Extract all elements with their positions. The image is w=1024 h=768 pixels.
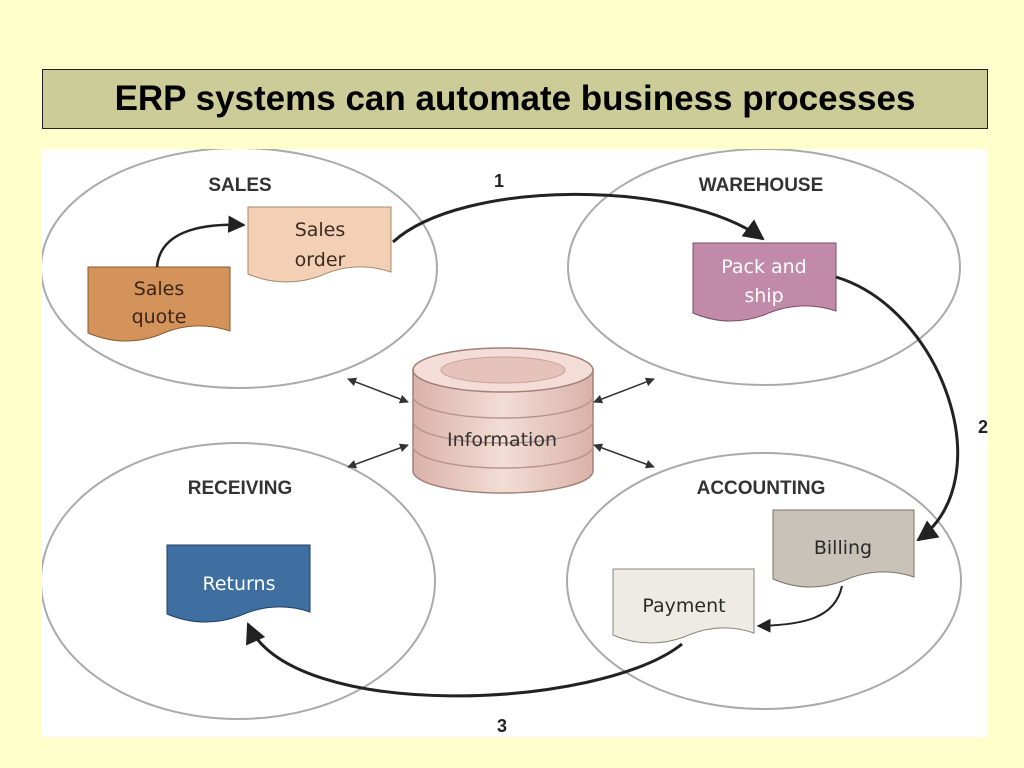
information-label: Information (447, 429, 557, 451)
sales-quote-document: Sales quote (87, 266, 231, 342)
payment-label: Payment (642, 595, 725, 617)
sales-quote-label-line1: Sales (134, 278, 185, 300)
warehouse-heading: WAREHOUSE (699, 175, 824, 196)
step-1-arrow (391, 192, 765, 244)
accounting-region (566, 452, 962, 710)
returns-document: Returns (166, 544, 311, 623)
accounting-heading: ACCOUNTING (697, 478, 826, 499)
warehouse-region (567, 149, 961, 386)
title-box: ERP systems can automate business proces… (42, 69, 988, 129)
sales-order-document: Sales order (247, 206, 392, 283)
pack-and-ship-label-line2: ship (744, 285, 783, 307)
erp-diagram: SALES WAREHOUSE RECEIVING ACCOUNTING Sal… (42, 149, 988, 737)
accounting-db-connector (593, 443, 655, 469)
pack-and-ship-label-line1: Pack and (721, 256, 806, 278)
slide-title: ERP systems can automate business proces… (114, 79, 916, 118)
receiving-db-connector (347, 443, 409, 469)
sales-db-connector (347, 377, 409, 404)
billing-label: Billing (814, 537, 872, 559)
sales-order-label-line2: order (295, 249, 346, 271)
pack-and-ship-document: Pack and ship (692, 242, 837, 322)
step-2-number: 2 (978, 417, 988, 437)
sales-order-label-line1: Sales (295, 219, 346, 241)
sales-heading: SALES (208, 175, 271, 196)
sales-quote-label-line2: quote (132, 306, 187, 328)
receiving-region (42, 442, 436, 720)
step-3-arrow (246, 622, 683, 698)
warehouse-db-connector (593, 377, 655, 404)
sales-region (42, 149, 438, 389)
step-2-arrow (835, 275, 959, 542)
diagram-svg: SALES WAREHOUSE RECEIVING ACCOUNTING Sal… (42, 149, 988, 736)
step-3-number: 3 (497, 716, 507, 736)
billing-to-payment-arrow (756, 585, 843, 633)
step-1-number: 1 (494, 171, 504, 191)
information-database: Information (412, 347, 594, 494)
billing-document: Billing (772, 509, 915, 588)
payment-document: Payment (612, 568, 755, 644)
receiving-heading: RECEIVING (188, 478, 293, 499)
quote-to-order-arrow (155, 215, 246, 268)
returns-label: Returns (203, 573, 276, 595)
